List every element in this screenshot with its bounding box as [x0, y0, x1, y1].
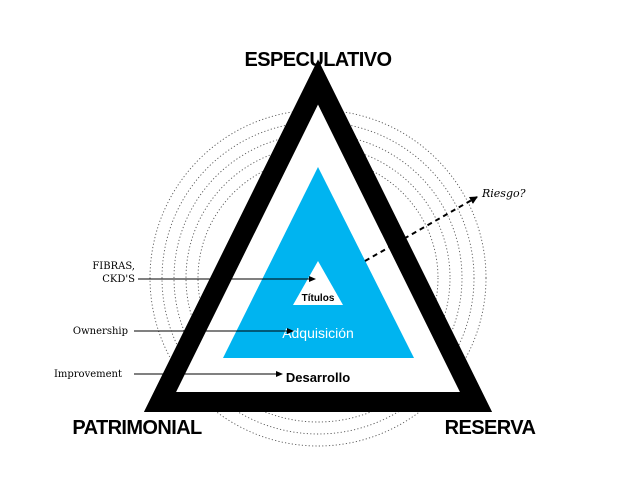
callout-fibras-line1: FIBRAS, — [92, 261, 135, 272]
corner-label-bottom-left: PATRIMONIAL — [72, 417, 202, 439]
riesgo-arrow — [364, 196, 478, 262]
ring-3 — [173, 133, 463, 423]
layer-label-outer: Desarrollo — [286, 370, 350, 385]
callout-improvement: Improvement — [54, 369, 122, 380]
layer-label-middle: Adquisición — [282, 325, 354, 341]
callout-fibras-line2: CKD'S — [102, 274, 135, 285]
inner-triangle — [293, 261, 343, 305]
ring-1 — [149, 109, 487, 447]
corner-label-bottom-right: RESERVA — [445, 417, 536, 439]
callout-ownership: Ownership — [73, 326, 128, 337]
corner-label-top: ESPECULATIVO — [245, 49, 392, 71]
layer-label-inner: Títulos — [302, 293, 335, 304]
callout-riesgo: Riesgo? — [481, 187, 526, 200]
ring-4 — [185, 145, 451, 411]
